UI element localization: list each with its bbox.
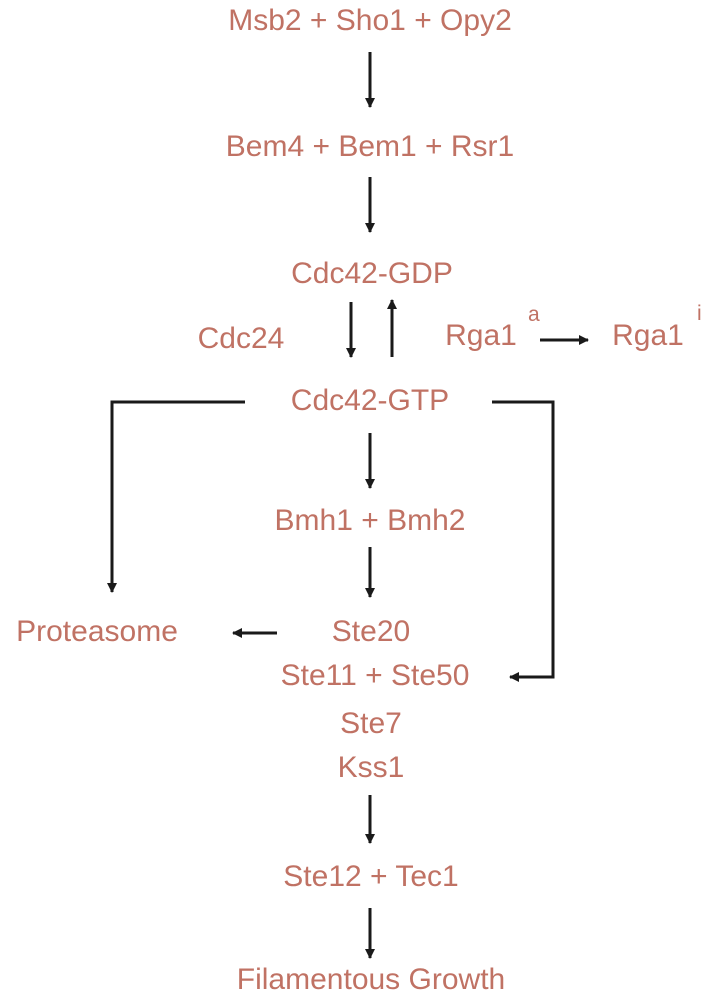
node-cdc24: Cdc24: [197, 322, 285, 355]
node-proteasome: Proteasome: [16, 615, 178, 648]
node-sensors: Msb2 + Sho1 + Opy2: [228, 4, 512, 37]
node-bem: Bem4 + Bem1 + Rsr1: [225, 130, 515, 163]
node-bmh: Bmh1 + Bmh2: [274, 504, 466, 537]
node-ste7: Ste7: [340, 707, 402, 740]
node-ste11-ste50: Ste11 + Ste50: [280, 659, 470, 692]
node-rga1-inactive-superscript: i: [697, 302, 702, 325]
node-ste12-tec1: Ste12 + Tec1: [283, 860, 459, 893]
node-rga1-inactive: Rga1: [612, 319, 684, 352]
node-rga1-active-superscript: a: [528, 303, 540, 326]
arrow-cdc42-gtp-to-proteasome: [107, 400, 245, 593]
arrow-cdc42-gtp-to-ste11: [492, 400, 555, 682]
node-cdc42-gdp: Cdc42-GDP: [291, 257, 453, 290]
node-filamentous-growth: Filamentous Growth: [236, 963, 506, 996]
node-kss1: Kss1: [337, 751, 405, 784]
node-rga1-active: Rga1: [445, 319, 517, 352]
node-ste20: Ste20: [331, 615, 411, 648]
node-cdc42-gtp: Cdc42-GTP: [290, 384, 450, 417]
